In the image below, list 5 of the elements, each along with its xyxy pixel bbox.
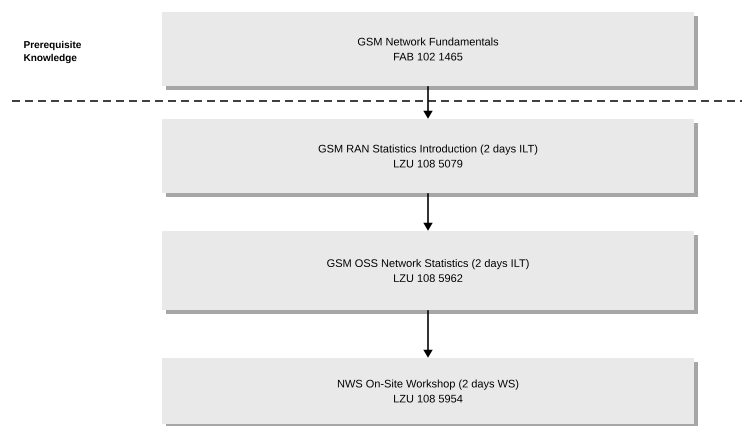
course-box: GSM Network Fundamentals FAB 102 1465	[162, 12, 698, 90]
course-box: NWS On-Site Workshop (2 days WS) LZU 108 5954	[162, 358, 698, 426]
course-box: GSM RAN Statistics Introduction (2 days ILT) LZU 108 5079	[162, 119, 698, 197]
section-label: Prerequisite Knowledge	[24, 40, 81, 64]
course-box: GSM OSS Network Statistics (2 days ILT) LZU 108 5962	[162, 231, 698, 314]
